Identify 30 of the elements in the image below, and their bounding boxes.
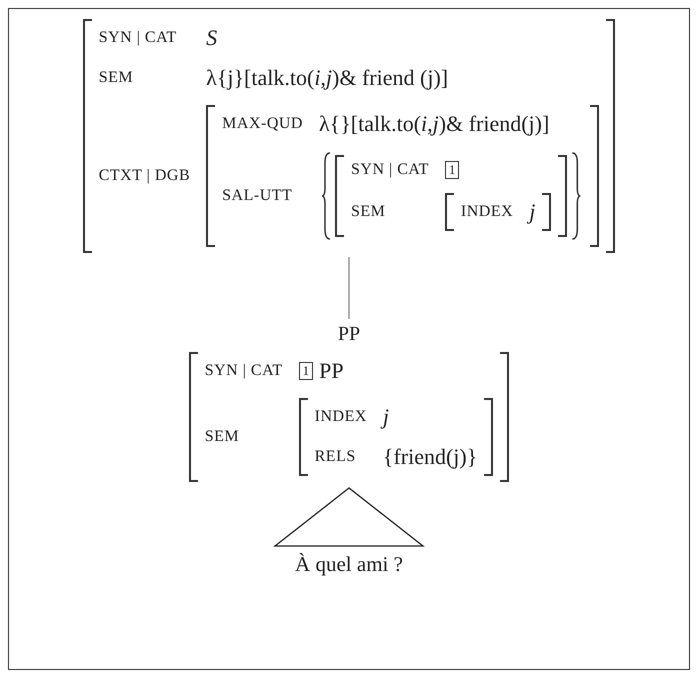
feature-label: SAL-UTT — [222, 187, 292, 205]
feature-label: INDEX — [314, 408, 367, 426]
feature-label: SYN | CAT — [350, 161, 429, 179]
feature-value: PP — [319, 358, 344, 384]
feature-value: λ{}[talk.to(i,j)& friend(j)] — [318, 111, 550, 137]
feature-value: {friend(j)} — [382, 444, 478, 470]
branch-line — [348, 257, 350, 319]
feature-label: SYN | CAT — [204, 362, 283, 380]
category-label: PP — [338, 323, 360, 346]
feature-label: SEM — [98, 69, 134, 87]
feature-label: RELS — [314, 448, 356, 466]
coindex-tag: 1 — [298, 362, 314, 380]
feature-matrix — [82, 19, 616, 253]
feature-label: CTXT | DGB — [98, 167, 190, 185]
feature-value: j — [382, 404, 390, 430]
feature-label: SEM — [204, 428, 240, 446]
coindex-tag: 1 — [444, 161, 460, 179]
feature-value: j — [529, 199, 536, 225]
feature-matrix — [444, 193, 552, 231]
triangle-roof — [273, 487, 425, 547]
feature-value: S — [206, 25, 218, 51]
feature-label: SEM — [350, 203, 386, 221]
feature-label: MAX-QUD — [222, 115, 303, 133]
feature-matrix — [334, 155, 568, 237]
feature-value: λ{j}[talk.to(i,j)& friend (j)] — [206, 65, 448, 91]
feature-matrix — [206, 105, 600, 247]
feature-matrix — [298, 398, 494, 476]
feature-label: SYN | CAT — [98, 29, 177, 47]
sentence-text: À quel ami ? — [295, 552, 403, 577]
feature-label: INDEX — [460, 203, 514, 221]
